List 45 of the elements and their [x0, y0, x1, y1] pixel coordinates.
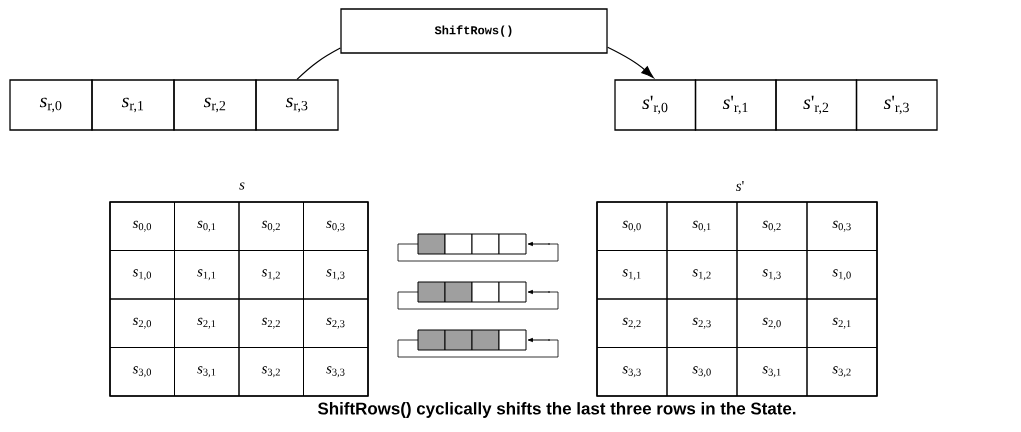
- connector-arrow: [607, 46, 654, 79]
- array-cell: s'$_{r,3}$: [855, 79, 938, 131]
- table-cell: s$_{2,0}$: [736, 298, 808, 348]
- table-cell: s$_{2,0}$: [109, 298, 175, 348]
- table-cell: s$_{0,1}$: [174, 201, 240, 251]
- label: s$_{0,0}$: [132, 220, 152, 232]
- grid-title: s': [735, 181, 744, 191]
- table-cell: s$_{2,1}$: [174, 298, 240, 348]
- table-cell: s$_{3,3}$: [303, 347, 369, 397]
- array-cell: s'$_{r,0}$: [614, 79, 697, 131]
- array-cell: s$_{r,3}$: [255, 79, 339, 131]
- table-cell: s$_{1,3}$: [303, 250, 369, 300]
- table-cell: s$_{3,1}$: [174, 347, 240, 397]
- table-cell: s$_{3,3}$: [596, 347, 668, 397]
- table-cell: s$_{1,2}$: [666, 250, 738, 300]
- table-cell: s$_{2,2}$: [596, 298, 668, 348]
- array-cell: s'$_{r,2}$: [775, 79, 858, 131]
- table-cell: s$_{2,3}$: [303, 298, 369, 348]
- table-cell: s$_{1,3}$: [736, 250, 808, 300]
- table-cell: s$_{1,1}$: [174, 250, 240, 300]
- table-cell: s$_{2,2}$: [238, 298, 304, 348]
- table-cell: s$_{2,3}$: [666, 298, 738, 348]
- table-cell: s$_{1,1}$: [596, 250, 668, 300]
- array-cell: s$_{r,2}$: [173, 79, 257, 131]
- function-box: ShiftRows(): [340, 8, 608, 54]
- table-cell: s$_{3,1}$: [736, 347, 808, 397]
- table-cell: s$_{1,0}$: [806, 250, 878, 300]
- table-cell: s$_{3,2}$: [238, 347, 304, 397]
- table-cell: s$_{0,1}$: [666, 201, 738, 251]
- table-cell: s$_{1,0}$: [109, 250, 175, 300]
- table-cell: s$_{0,2}$: [736, 201, 808, 251]
- label: s$_{0,0}$: [622, 220, 641, 232]
- table-cell: s$_{0,2}$: [238, 201, 304, 251]
- table-cell: s$_{3,0}$: [109, 347, 175, 397]
- table-cell: s$_{2,1}$: [806, 298, 878, 348]
- array-cell: s$_{r,0}$: [9, 79, 93, 131]
- table-cell: s$_{0,3}$: [303, 201, 369, 251]
- grid-title: s: [239, 182, 245, 190]
- table-cell: s$_{1,2}$: [238, 250, 304, 300]
- caption: ShiftRows() cyclically shifts the last three rows in the State.: [317, 402, 796, 418]
- array-cell: s$_{r,1}$: [91, 79, 175, 131]
- table-cell: s$_{3,2}$: [806, 347, 878, 397]
- table-cell: s$_{3,0}$: [666, 347, 738, 397]
- array-cell: s'$_{r,1}$: [694, 79, 777, 131]
- table-cell: s$_{0,3}$: [806, 201, 878, 251]
